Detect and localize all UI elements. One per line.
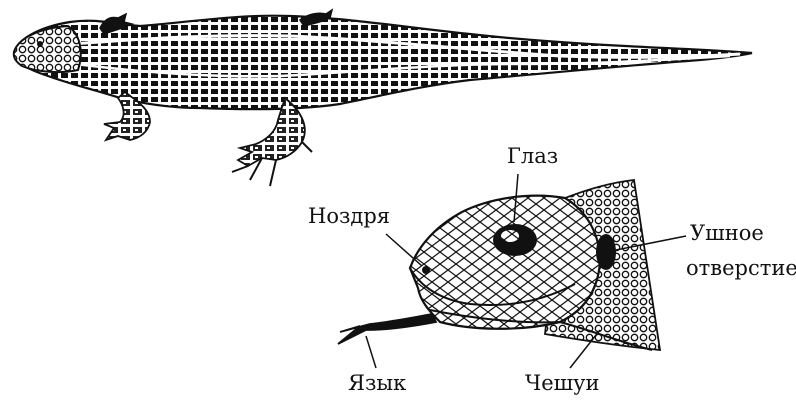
label-ear-opening-line1: Ушное <box>690 223 764 244</box>
pointer-nostril <box>386 234 422 266</box>
head-tongue <box>338 314 436 344</box>
label-tongue: Язык <box>348 373 406 394</box>
label-ear-opening-line2: отверстие <box>686 258 796 279</box>
label-eye: Глаз <box>507 146 558 167</box>
head-nostril <box>422 266 430 274</box>
lizard-eye-dot <box>37 41 43 47</box>
label-scales: Чешуи <box>525 373 600 394</box>
head-eye-highlight <box>501 230 519 242</box>
whole-lizard-illustration <box>14 10 752 186</box>
lizard-head <box>14 26 81 72</box>
head-main-shape <box>410 196 600 329</box>
label-nostril: Ноздря <box>308 206 390 227</box>
head-ear-opening <box>596 234 616 270</box>
pointer-tongue <box>366 336 376 368</box>
lizard-head-closeup-illustration <box>338 174 686 368</box>
